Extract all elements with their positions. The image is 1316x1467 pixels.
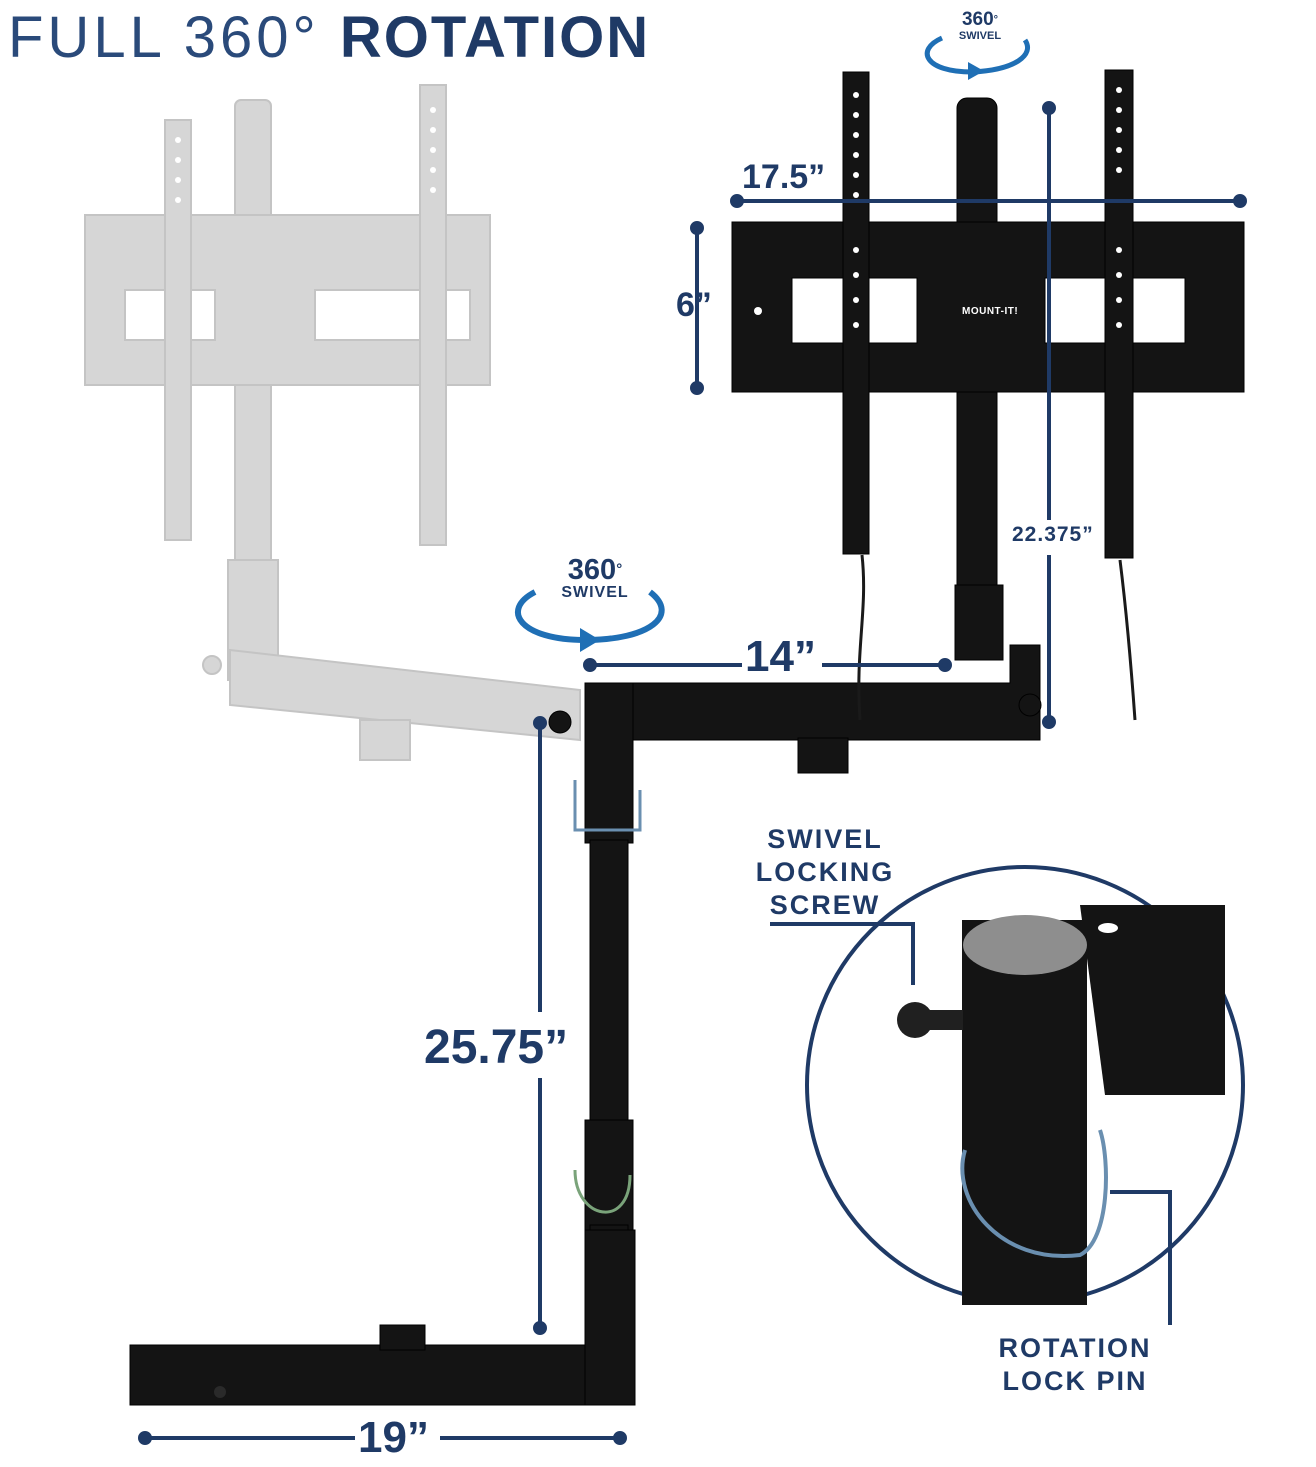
swivel-top-label: 360° SWIVEL (940, 9, 1020, 43)
callout-swivel-line2: LOCKING (755, 857, 895, 887)
page-title: FULL 360° ROTATION (8, 6, 650, 70)
arm-collar (797, 737, 849, 774)
dim-base-length: 19” (358, 1413, 429, 1462)
rotation-lock-pin (960, 1129, 1108, 1259)
swivel-middle-word: SWIVEL (561, 584, 629, 601)
base-collar (379, 1324, 426, 1351)
detail-closeup (897, 905, 1225, 1305)
swivel-middle-label: 360° SWIVEL (545, 555, 645, 601)
base-elbow (584, 1229, 636, 1406)
ghost-collar (359, 719, 411, 761)
column-middle (589, 839, 629, 1131)
callout-swivel-line3: SCREW (769, 890, 881, 920)
column-sleeve (584, 1119, 634, 1231)
title-bold: ROTATION (339, 5, 651, 70)
pole-sleeve (954, 584, 1004, 661)
callout-lines (770, 922, 1172, 1325)
plate-logo: MOUNT-IT! (962, 306, 1019, 317)
swivel-top-degrees: 360 (961, 9, 994, 30)
dim-arm-length: 14” (745, 632, 816, 681)
swivel-top-arrow (924, 35, 1030, 75)
bracket-left (842, 71, 870, 555)
ghost-bracket-right (419, 84, 447, 546)
dim-plate-width: 17.5” (742, 158, 826, 196)
dim-pole-height: 22.375” (1012, 523, 1094, 546)
ghost-bracket-left (164, 119, 192, 541)
swivel-top-word: SWIVEL (958, 30, 1002, 42)
callout-pin-line2: LOCK PIN (1002, 1366, 1148, 1396)
ghost-arm (229, 648, 581, 742)
callout-swivel-locking-screw: SWIVEL LOCKING SCREW (740, 823, 910, 922)
bracket-right (1104, 69, 1134, 559)
arm-knob-left (548, 710, 572, 734)
swivel-middle-degree-mark: ° (616, 561, 623, 578)
swivel-top-degree-mark: ° (993, 14, 999, 26)
main-mount (129, 69, 1245, 1406)
swivel-middle-degrees: 360 (567, 554, 617, 586)
lower-lock-pin (573, 1169, 632, 1214)
title-light: FULL 360° (8, 5, 320, 70)
callout-swivel-line1: SWIVEL (767, 824, 883, 854)
upper-lock-pin (573, 780, 642, 832)
dimension-lines (138, 101, 1247, 1445)
swivel-screw-knob (897, 1002, 933, 1038)
base-bar (129, 1344, 635, 1406)
arm-knob-right (1018, 693, 1042, 717)
dim-plate-height: 6” (676, 286, 712, 324)
cord-left (857, 554, 866, 721)
callout-rotation-lock-pin: ROTATION LOCK PIN (985, 1332, 1165, 1398)
column-top (584, 682, 634, 844)
callout-pin-line1: ROTATION (998, 1333, 1152, 1363)
ghost-mount (84, 84, 581, 761)
dim-vertical-height: 25.75” (424, 1021, 569, 1074)
cord-right (1118, 559, 1137, 721)
